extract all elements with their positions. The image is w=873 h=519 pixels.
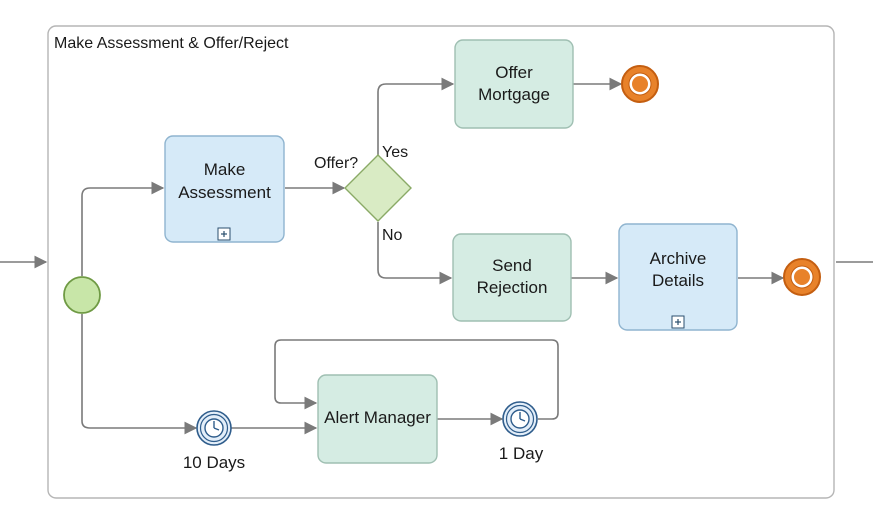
flow-gateway-yes [377, 77, 455, 156]
task-alert-manager[interactable]: Alert Manager [317, 374, 438, 464]
task-archive-details-label-2: Details [652, 271, 704, 290]
flow-start-to-timer [81, 314, 198, 435]
exclusive-gateway[interactable] [344, 154, 412, 222]
subprocess-title: Make Assessment & Offer/Reject [54, 35, 289, 52]
flow-start-to-assessment [81, 181, 165, 276]
task-alert-manager-label: Alert Manager [324, 408, 431, 427]
end-event-archive[interactable] [783, 258, 821, 296]
task-make-assessment[interactable]: Make Assessment [164, 135, 285, 243]
task-offer-mortgage[interactable]: Offer Mortgage [454, 39, 574, 129]
gateway-no-label: No [382, 227, 403, 244]
timer-intermediate-label: 1 Day [499, 444, 544, 463]
timer-icon[interactable] [502, 401, 538, 437]
task-make-assessment-label-1: Make [204, 160, 246, 179]
flow-gateway-no [377, 222, 453, 285]
start-event[interactable] [63, 276, 101, 314]
task-send-rejection-label-2: Rejection [477, 278, 548, 297]
expand-icon[interactable] [217, 227, 231, 241]
gateway-question-label: Offer? [314, 155, 358, 172]
task-archive-details[interactable]: Archive Details [618, 223, 738, 331]
timer-boundary-label: 10 Days [183, 453, 245, 472]
task-offer-mortgage-label-1: Offer [495, 63, 533, 82]
task-make-assessment-label-2: Assessment [178, 183, 271, 202]
timer-icon[interactable] [196, 410, 232, 446]
task-send-rejection-label-1: Send [492, 256, 532, 275]
gateway-yes-label: Yes [382, 144, 408, 161]
task-send-rejection[interactable]: Send Rejection [452, 233, 572, 322]
task-offer-mortgage-label-2: Mortgage [478, 85, 550, 104]
expand-icon[interactable] [671, 315, 685, 329]
task-archive-details-label-1: Archive [650, 249, 707, 268]
flow-loop-back [274, 339, 559, 420]
end-event-offer[interactable] [621, 65, 659, 103]
